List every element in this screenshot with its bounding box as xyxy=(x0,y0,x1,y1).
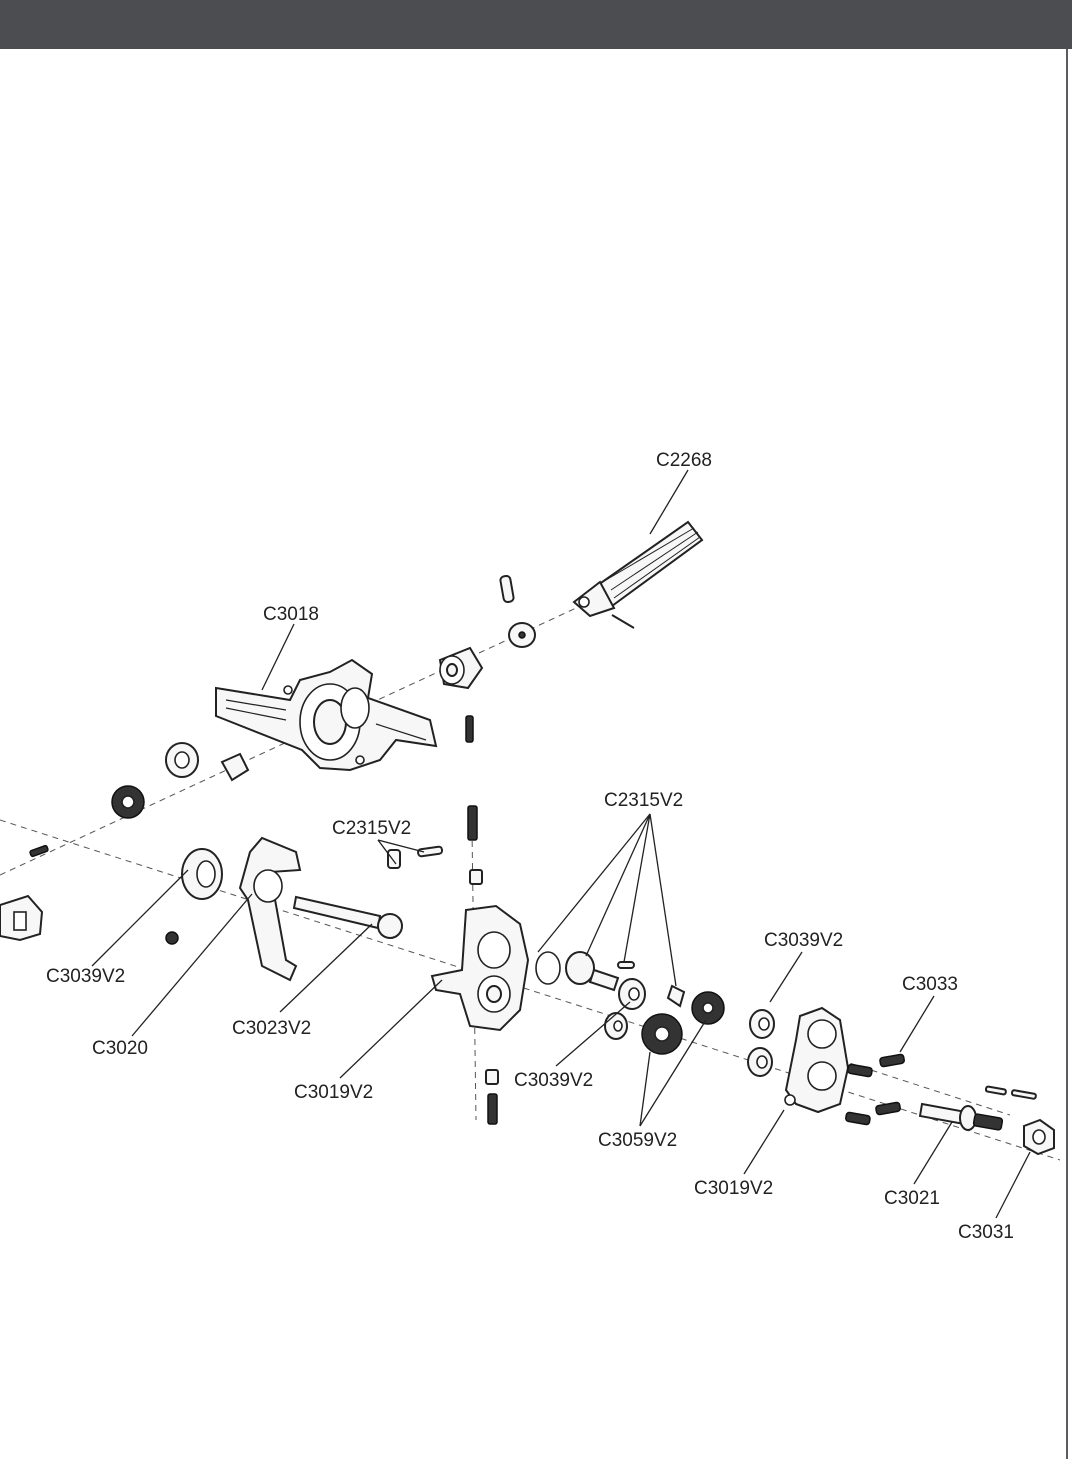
label-c3039v2-right: C3039V2 xyxy=(764,930,843,951)
gears-c3059v2 xyxy=(641,991,725,1055)
page-border-right xyxy=(1066,49,1068,1459)
bearing-c3039v2-left xyxy=(181,848,223,900)
nut-c3031 xyxy=(1023,1118,1055,1156)
housing-c3019v2-center xyxy=(430,805,530,1125)
knuckle-c3020 xyxy=(165,836,302,982)
drive-shaft-c2268 xyxy=(572,520,704,629)
part-labels: C2268 C3018 C2315V2 C2315V2 C3039V2 C303… xyxy=(46,450,1014,1243)
axle-shaft-c3023v2 xyxy=(292,895,403,939)
label-c2315v2-left: C2315V2 xyxy=(332,818,411,839)
label-c3018: C3018 xyxy=(263,604,319,625)
label-c3020: C3020 xyxy=(92,1038,148,1059)
label-c3019v2-center: C3019V2 xyxy=(294,1082,373,1103)
pinion-and-bearing xyxy=(111,742,250,819)
axle-c3021 xyxy=(918,1085,1037,1131)
leader-lines xyxy=(91,469,1031,1219)
housing-c3018 xyxy=(215,658,438,772)
label-c3039v2-left: C3039V2 xyxy=(46,966,125,987)
label-c3023v2: C3023V2 xyxy=(232,1018,311,1039)
parts-c2315v2-right xyxy=(535,951,686,1008)
label-c3039v2-center: C3039V2 xyxy=(514,1070,593,1091)
label-c3059v2: C3059V2 xyxy=(598,1130,677,1151)
header-bar xyxy=(0,0,1072,49)
label-c2268: C2268 xyxy=(656,450,712,471)
label-c3033: C3033 xyxy=(902,974,958,995)
label-c3021: C3021 xyxy=(884,1188,940,1209)
bearings-c3039v2-right xyxy=(747,1009,775,1077)
label-c3031: C3031 xyxy=(958,1222,1014,1243)
label-c2315v2-right: C2315V2 xyxy=(604,790,683,811)
cover-c3019v2-right xyxy=(784,1006,850,1114)
output-yoke xyxy=(438,646,484,690)
screws-c3033 xyxy=(845,1053,905,1126)
pin-and-coupler xyxy=(499,574,536,648)
pins-c2315v2-left xyxy=(387,845,444,869)
screw-vertical-1 xyxy=(465,715,474,743)
left-partial-part xyxy=(0,844,49,942)
label-c3019v2-right: C3019V2 xyxy=(694,1178,773,1199)
